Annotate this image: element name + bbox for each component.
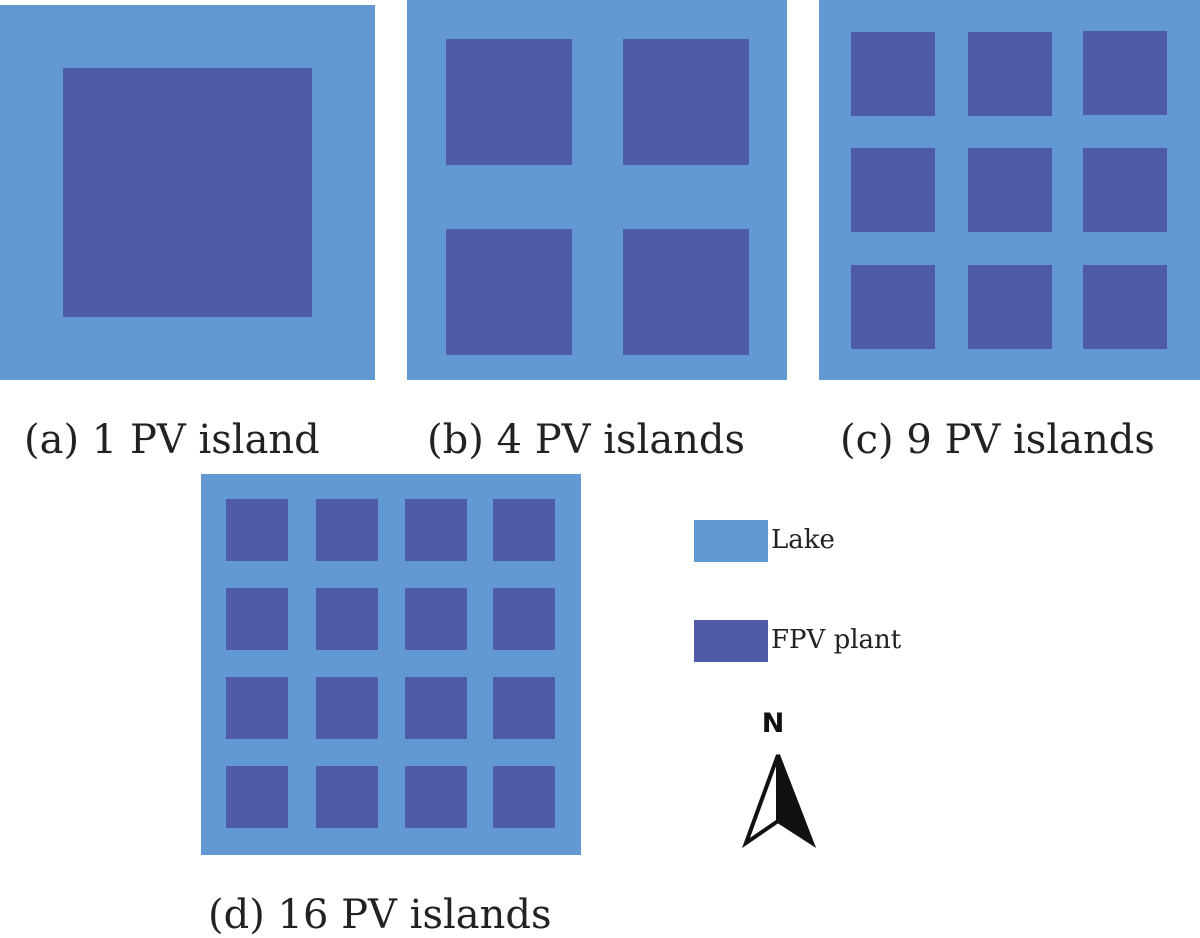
fpv-island bbox=[1083, 31, 1167, 115]
north-arrow-left-half bbox=[741, 754, 780, 849]
fpv-island bbox=[968, 265, 1052, 349]
north-arrow-right-half bbox=[776, 754, 817, 849]
fpv-island bbox=[851, 148, 935, 232]
legend-label-lake: Lake bbox=[771, 525, 835, 555]
legend-swatch-lake bbox=[694, 520, 768, 562]
fpv-island bbox=[493, 499, 555, 561]
fpv-island bbox=[226, 677, 288, 739]
fpv-island bbox=[405, 766, 467, 828]
fpv-island bbox=[63, 68, 312, 317]
lake-panel-b bbox=[407, 0, 787, 380]
fpv-island bbox=[968, 32, 1052, 116]
fpv-island bbox=[316, 677, 378, 739]
caption-d: (d) 16 PV islands bbox=[208, 892, 552, 938]
fpv-island bbox=[1083, 265, 1167, 349]
fpv-island bbox=[316, 499, 378, 561]
fpv-island bbox=[493, 766, 555, 828]
fpv-island bbox=[493, 588, 555, 650]
lake-panel-c bbox=[819, 0, 1200, 380]
caption-b: (b) 4 PV islands bbox=[427, 417, 746, 463]
fpv-island bbox=[316, 766, 378, 828]
fpv-island bbox=[493, 677, 555, 739]
fpv-island bbox=[405, 677, 467, 739]
lake-panel-a bbox=[0, 5, 375, 380]
legend-label-fpv: FPV plant bbox=[771, 625, 902, 655]
fpv-island bbox=[623, 39, 749, 165]
fpv-island bbox=[405, 499, 467, 561]
fpv-island bbox=[316, 588, 378, 650]
fpv-island bbox=[405, 588, 467, 650]
fpv-island bbox=[1083, 148, 1167, 232]
fpv-island bbox=[968, 148, 1052, 232]
legend-swatch-fpv bbox=[694, 620, 768, 662]
caption-a: (a) 1 PV island bbox=[24, 417, 320, 463]
fpv-island bbox=[446, 229, 572, 355]
lake-panel-d bbox=[201, 474, 581, 855]
caption-c: (c) 9 PV islands bbox=[840, 417, 1155, 463]
fpv-island bbox=[226, 588, 288, 650]
north-letter: N bbox=[762, 708, 785, 739]
fpv-island bbox=[623, 229, 749, 355]
fpv-island bbox=[851, 265, 935, 349]
fpv-island bbox=[851, 32, 935, 116]
fpv-island bbox=[446, 39, 572, 165]
fpv-island bbox=[226, 499, 288, 561]
fpv-island bbox=[226, 766, 288, 828]
north-arrow-icon: N bbox=[741, 708, 817, 849]
